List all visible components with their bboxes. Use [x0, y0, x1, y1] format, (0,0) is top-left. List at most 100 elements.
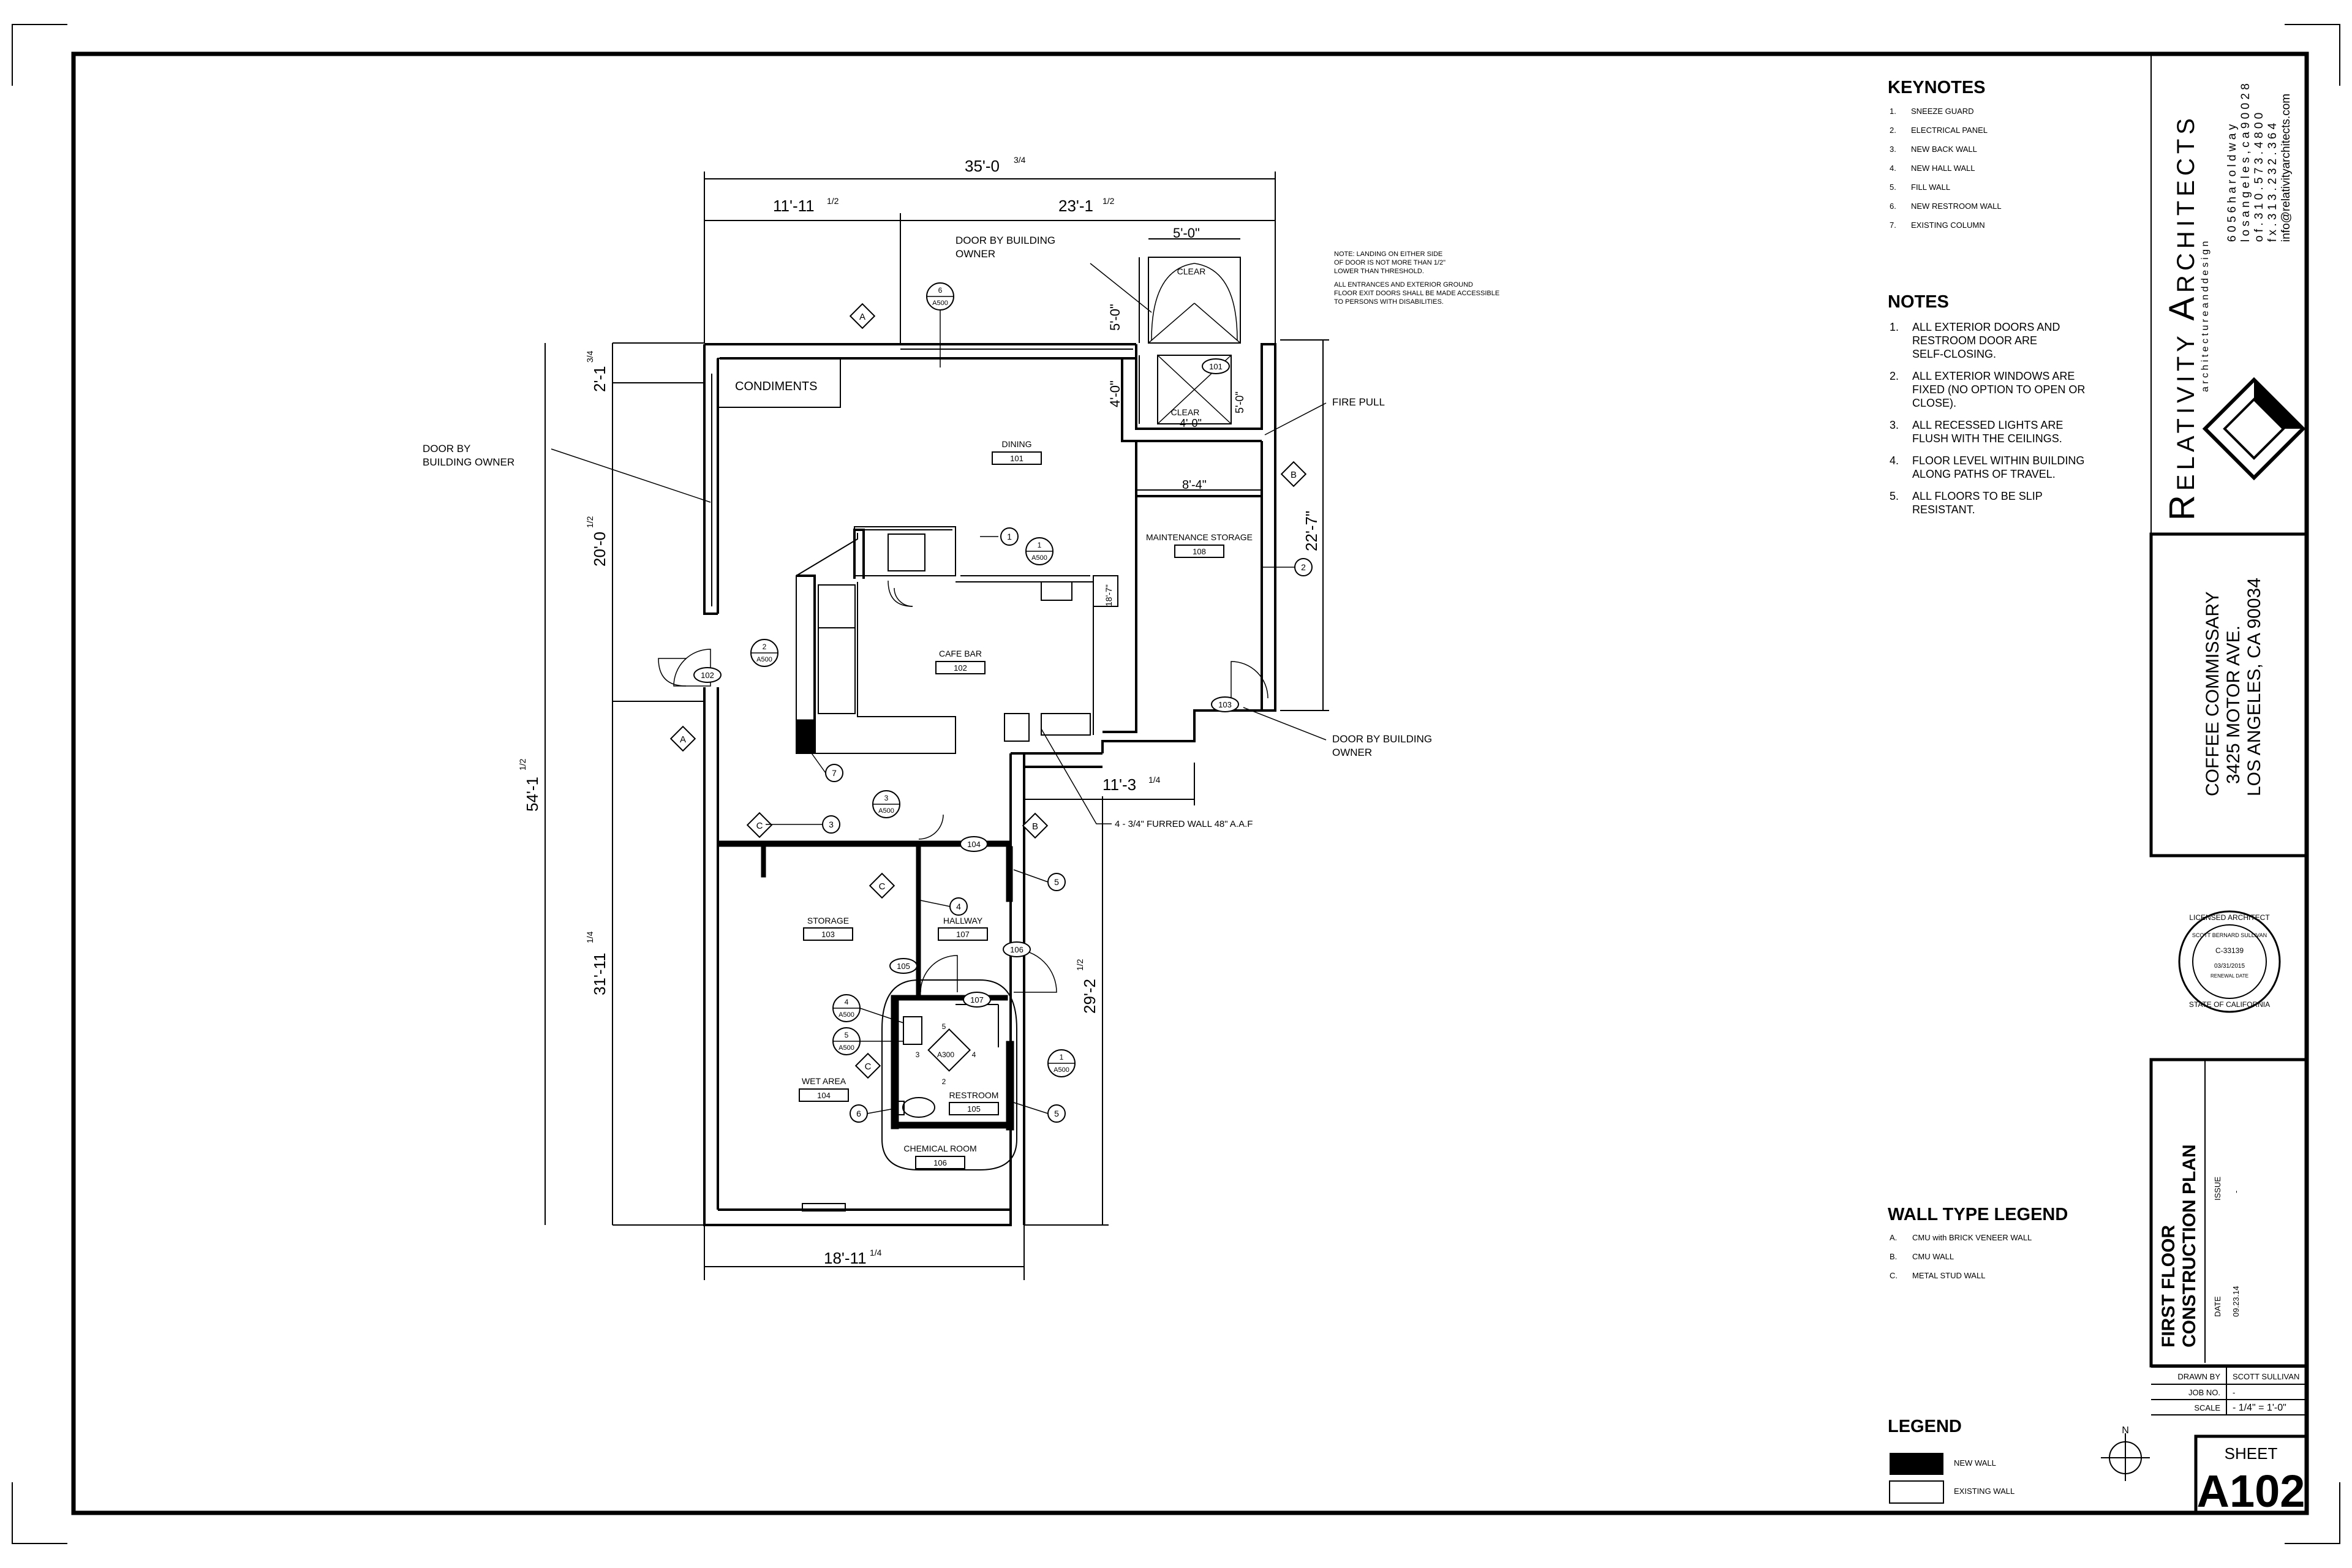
svg-text:4'-0": 4'-0" — [1107, 380, 1123, 407]
svg-text:4.: 4. — [1890, 454, 1899, 467]
svg-text:STORAGE: STORAGE — [807, 916, 849, 925]
svg-text:31'-11: 31'-11 — [590, 952, 609, 995]
svg-text:SNEEZE GUARD: SNEEZE GUARD — [1911, 107, 1974, 116]
drawn-by-block: DRAWN BY SCOTT SULLIVAN JOB NO. - SCALE … — [2151, 1366, 2307, 1415]
svg-text:LEGEND: LEGEND — [1888, 1417, 1962, 1436]
dimensions: 35'-0 3/4 11'-11 1/2 23'-1 1/2 5'-0" 5'-… — [518, 155, 1329, 1280]
svg-text:SCOTT BERNARD SULLIVAN: SCOTT BERNARD SULLIVAN — [2192, 932, 2267, 938]
svg-text:5'-0": 5'-0" — [1107, 304, 1123, 331]
sheet-number-block: SHEET A102 — [2194, 1434, 2309, 1517]
firm-block: RELATIVITY ARCHITECTS a r c h i t e c t … — [2150, 54, 2307, 535]
wall-type-tags: A A B B C C C — [669, 303, 1307, 1079]
svg-text:104: 104 — [967, 840, 981, 849]
svg-text:101: 101 — [1209, 362, 1223, 371]
svg-text:LICENSED ARCHITECT: LICENSED ARCHITECT — [2189, 913, 2270, 922]
svg-text:JOB NO.: JOB NO. — [2188, 1388, 2220, 1397]
svg-text:l o s a n g e l e s , c a: l o s a n g e l e s , c a 9 0 0 2 8 — [2239, 83, 2252, 242]
svg-text:107: 107 — [956, 930, 970, 939]
room-storage: STORAGE 103 — [803, 916, 853, 941]
svg-text:4: 4 — [972, 1050, 976, 1059]
svg-text:B: B — [1291, 470, 1297, 480]
svg-text:5'-0": 5'-0" — [1234, 391, 1246, 413]
sheet-number: A102 — [2197, 1466, 2305, 1517]
svg-text:N: N — [2122, 1425, 2129, 1436]
keynote-markers: 1 2 3 4 5 5 6 7 — [766, 527, 1313, 1123]
svg-text:09.23.14: 09.23.14 — [2231, 1286, 2241, 1317]
svg-text:CONSTRUCTION PLAN: CONSTRUCTION PLAN — [2179, 1144, 2199, 1348]
svg-text:5: 5 — [1054, 877, 1059, 887]
svg-text:5: 5 — [942, 1022, 946, 1031]
svg-text:TO PERSONS WITH DISABILITIES.: TO PERSONS WITH DISABILITIES. — [1334, 298, 1444, 306]
svg-text:3: 3 — [884, 794, 889, 802]
room-dining: DINING 101 — [992, 439, 1042, 465]
svg-text:A.: A. — [1890, 1233, 1897, 1242]
svg-text:6: 6 — [938, 286, 943, 295]
room-wet-area: WET AREA 104 — [799, 1076, 849, 1102]
room-maintenance-storage: MAINTENANCE STORAGE 108 — [1146, 532, 1253, 558]
legend: LEGEND NEW WALL EXISTING WALL — [1888, 1417, 2015, 1504]
svg-text:106: 106 — [933, 1158, 947, 1167]
svg-text:LOWER THAN THRESHOLD.: LOWER THAN THRESHOLD. — [1334, 268, 1424, 275]
svg-text:1.: 1. — [1890, 321, 1899, 333]
svg-text:1/2: 1/2 — [827, 196, 839, 206]
svg-text:105: 105 — [967, 1104, 981, 1114]
svg-text:3.: 3. — [1890, 145, 1896, 154]
svg-text:A300: A300 — [937, 1050, 954, 1059]
existing-wall-swatch — [1889, 1480, 1944, 1504]
svg-text:2.: 2. — [1890, 126, 1896, 135]
svg-text:BUILDING OWNER: BUILDING OWNER — [423, 456, 514, 468]
svg-text:ALONG PATHS OF TRAVEL.: ALONG PATHS OF TRAVEL. — [1912, 468, 2056, 480]
svg-text:SCALE: SCALE — [2194, 1403, 2220, 1412]
svg-text:1.: 1. — [1890, 107, 1896, 116]
callouts: DOOR BY BUILDING OWNER DOOR BY BUILDING … — [423, 235, 1499, 829]
svg-text:107: 107 — [970, 995, 984, 1005]
svg-text:29'-2: 29'-2 — [1080, 979, 1099, 1014]
svg-text:18'-11: 18'-11 — [824, 1249, 867, 1267]
svg-text:STATE OF CALIFORNIA: STATE OF CALIFORNIA — [2189, 1000, 2270, 1009]
svg-text:- 1/4" = 1'-0": - 1/4" = 1'-0" — [2233, 1403, 2286, 1413]
svg-text:1/4: 1/4 — [870, 1248, 882, 1257]
svg-text:106: 106 — [1010, 945, 1023, 954]
firm-logo — [2202, 377, 2306, 481]
door-tags: 101 102 103 104 105 106 107 — [693, 358, 1239, 1008]
svg-text:NOTE: LANDING ON EITHER SIDE: NOTE: LANDING ON EITHER SIDE — [1334, 251, 1442, 258]
svg-text:5.: 5. — [1890, 490, 1899, 502]
svg-text:4'-0": 4'-0" — [1180, 417, 1202, 429]
svg-text:RESTROOM DOOR ARE: RESTROOM DOOR ARE — [1912, 334, 2037, 347]
svg-text:8'-4": 8'-4" — [1182, 478, 1207, 492]
svg-text:ALL RECESSED LIGHTS ARE: ALL RECESSED LIGHTS ARE — [1912, 419, 2063, 431]
svg-text:OWNER: OWNER — [1332, 747, 1372, 758]
svg-text:CMU with BRICK VENEER WALL: CMU with BRICK VENEER WALL — [1912, 1233, 2032, 1242]
room-hallway: HALLWAY 107 — [938, 916, 988, 941]
svg-text:1/4: 1/4 — [1148, 775, 1161, 785]
drawing-title-block: FIRST FLOOR CONSTRUCTION PLAN ISSUE - DA… — [2149, 1058, 2309, 1368]
svg-text:5.: 5. — [1890, 183, 1896, 192]
svg-text:NEW BACK WALL: NEW BACK WALL — [1911, 145, 1977, 154]
svg-text:105: 105 — [897, 962, 910, 971]
svg-text:103: 103 — [821, 930, 835, 939]
svg-text:3/4: 3/4 — [585, 350, 595, 363]
svg-text:A: A — [680, 734, 686, 745]
svg-text:4: 4 — [845, 998, 849, 1006]
svg-text:FLUSH WITH THE CEILINGS.: FLUSH WITH THE CEILINGS. — [1912, 432, 2062, 445]
svg-text:108: 108 — [1193, 547, 1206, 556]
svg-text:LOS ANGELES, CA 90034: LOS ANGELES, CA 90034 — [2244, 578, 2264, 796]
svg-text:1: 1 — [1007, 532, 1012, 541]
floor-plan: CLEAR CLEAR CONDIMENTS — [423, 155, 1499, 1280]
svg-text:RESTROOM: RESTROOM — [949, 1090, 999, 1100]
svg-text:FILL WALL: FILL WALL — [1911, 183, 1950, 192]
svg-text:DOOR BY BUILDING: DOOR BY BUILDING — [1332, 733, 1432, 745]
svg-text:OWNER: OWNER — [956, 248, 995, 260]
condiments-label: CONDIMENTS — [735, 380, 817, 393]
svg-text:WALL TYPE LEGEND: WALL TYPE LEGEND — [1888, 1205, 2068, 1224]
svg-text:4.: 4. — [1890, 164, 1896, 173]
notes-title: NOTES — [1888, 292, 1949, 312]
svg-text:1/2: 1/2 — [1102, 196, 1115, 206]
svg-text:1/2: 1/2 — [1075, 959, 1085, 971]
svg-text:2'-1: 2'-1 — [590, 366, 609, 392]
svg-text:1/2: 1/2 — [518, 758, 527, 771]
clear-label-top: CLEAR — [1177, 266, 1206, 276]
svg-text:SHEET: SHEET — [2225, 1444, 2278, 1463]
clear-label-bottom: CLEAR — [1171, 407, 1200, 417]
